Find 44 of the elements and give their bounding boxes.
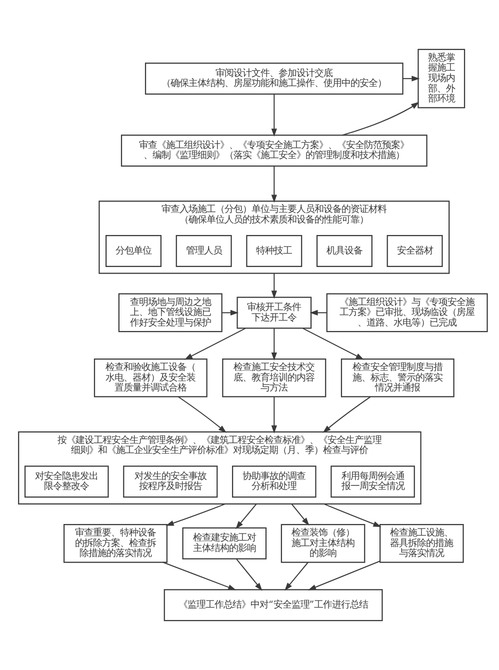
arrow bbox=[308, 560, 380, 590]
node-box: 管理人员 bbox=[176, 234, 232, 267]
arrow bbox=[322, 396, 371, 433]
arrow bbox=[291, 504, 310, 526]
arrow bbox=[271, 273, 277, 299]
node-box: 协助事故的调查分析和处理 bbox=[232, 466, 316, 498]
arrow bbox=[184, 328, 246, 360]
arrow bbox=[162, 562, 236, 590]
arrow bbox=[271, 328, 277, 361]
node-box: 对安全隐患发出限令整改令 bbox=[24, 466, 109, 498]
node-box: 熟悉掌握施工现场内部、外部环境 bbox=[418, 48, 466, 108]
arrow bbox=[236, 558, 262, 591]
node-box: 分包单位 bbox=[106, 234, 162, 267]
node-box: 审查《施工组织设计》、《专项安全施工方案》、《安全防范预案》、编制《监理细则》（落实《施工安全》的管理制度和技术措施） bbox=[120, 134, 428, 167]
arrow bbox=[236, 504, 257, 530]
arrow bbox=[402, 76, 420, 82]
arrow bbox=[178, 396, 226, 433]
arrow bbox=[324, 503, 382, 527]
arrow bbox=[271, 166, 277, 203]
node-box: 检查建安施工对主体结构的影响 bbox=[182, 527, 267, 560]
arrow bbox=[271, 396, 277, 434]
arrow bbox=[271, 94, 277, 137]
node-box: 审核开工条件 下达开工令 bbox=[236, 296, 312, 329]
arrow bbox=[166, 503, 226, 526]
node-box: 机具设备 bbox=[316, 234, 372, 267]
node-box: 检查施工设施、器具拆除的措施与落实情况 bbox=[380, 524, 464, 563]
node-box: 检查安全管理制度与措施、标志、警示的落实情况并通报 bbox=[340, 358, 454, 398]
node-box: 《监理工作总结》中对“安全监理”工作进行总结 bbox=[164, 589, 383, 622]
node-box: 对发生的安全事故按程序及时报告 bbox=[123, 466, 218, 498]
arrow bbox=[302, 328, 364, 360]
node-box: 查明场地与周边之地上、地下管线设施已作好安全处理与保护 bbox=[118, 293, 222, 332]
node-box: 特种技工 bbox=[246, 234, 302, 267]
node-box: 审阅设计文件、参加设计交底 （确保主体结构、房屋功能和施工操作、使用中的安全） bbox=[144, 62, 404, 95]
node-box: 利用每周例会通报一周安全情况 bbox=[330, 466, 415, 498]
arrow bbox=[284, 562, 309, 591]
node-box: 检查和验收施工设备（水电、器材）及安全装置质量并调试合格 bbox=[94, 358, 208, 398]
arrow bbox=[342, 102, 420, 136]
arrow bbox=[222, 310, 239, 316]
node-box: 安全器材 bbox=[386, 234, 443, 267]
arrow bbox=[310, 310, 327, 316]
node-box: 检查装饰（修）施工对主体结构的影响 bbox=[280, 524, 366, 563]
node-box: 检查施工安全技术交底、教育培训的内容与方法 bbox=[222, 358, 326, 398]
node-box: 《施工组织设计》与《专项安全施工方案》已审批、现场临设（房屋、道路、水电等）已完成 bbox=[326, 293, 488, 332]
node-box: 审查重要、特种设备的拆除方案、检查拆除措施的落实情况 bbox=[64, 524, 168, 563]
